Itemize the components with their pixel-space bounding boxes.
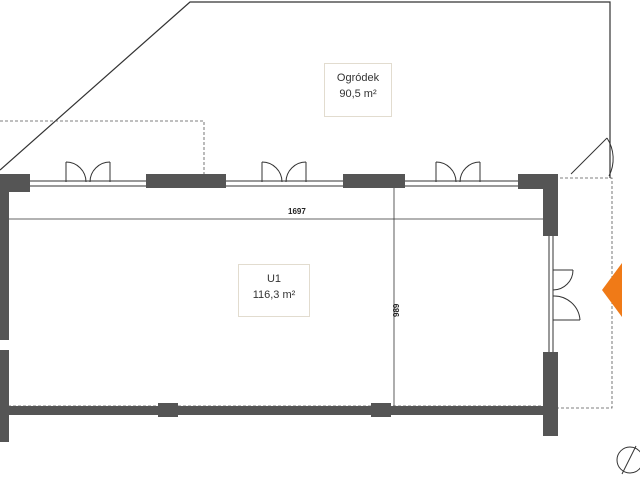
width-dimension-label: 1697: [288, 207, 306, 216]
right-wall: [543, 174, 558, 436]
height-dimension-label: 989: [392, 303, 401, 317]
garden-name: Ogródek: [336, 72, 380, 84]
top-wall: [0, 174, 558, 192]
double-door-1: [65, 161, 111, 183]
left-wall: [0, 192, 9, 442]
bottom-wall: [0, 403, 556, 417]
garden-label: Ogródek 90,5 m²: [324, 63, 392, 117]
unit-name: U1: [266, 273, 282, 285]
entrance-arrow-icon: [602, 263, 622, 317]
double-door-3: [435, 161, 481, 183]
dashed-boundary-right: [558, 177, 613, 409]
double-door-2: [261, 161, 307, 183]
garden-area: 90,5 m²: [339, 88, 377, 100]
side-double-door: [552, 269, 581, 321]
unit-area: 116,3 m²: [252, 289, 296, 301]
garden-outline: [0, 1, 611, 178]
garden-door: [570, 137, 614, 177]
compass-icon: [616, 445, 640, 475]
unit-label: U1 116,3 m²: [238, 264, 310, 317]
dashed-boundary-left: [0, 120, 205, 177]
